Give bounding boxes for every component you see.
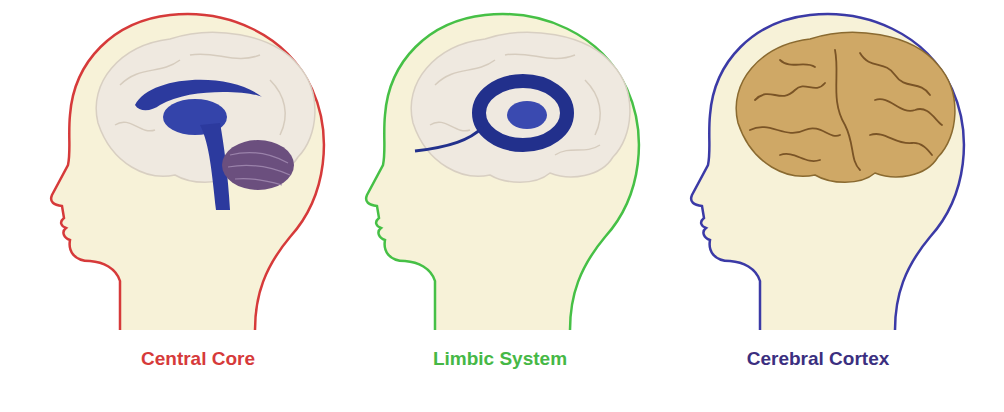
region-label: Central Core (141, 348, 255, 371)
limbic-ring (479, 81, 567, 145)
head-outline (366, 14, 639, 330)
head-outline (691, 14, 964, 330)
cortex-outline (736, 32, 955, 182)
cortex-gyri (750, 50, 942, 170)
gyri (430, 54, 600, 155)
head-central-core (51, 14, 324, 330)
limbic-tract (415, 127, 483, 151)
limbic-core (507, 101, 547, 129)
head-limbic-system (366, 14, 639, 330)
cerebellum-folds (228, 153, 290, 185)
head-outline (51, 14, 324, 330)
region-label: Cerebral Cortex (747, 348, 890, 371)
brain-outline (96, 32, 315, 182)
cerebellum (222, 140, 294, 190)
head-cerebral-cortex (691, 14, 964, 330)
gyri (115, 54, 285, 135)
region-label: Limbic System (433, 348, 567, 371)
brain-outline (411, 32, 630, 182)
